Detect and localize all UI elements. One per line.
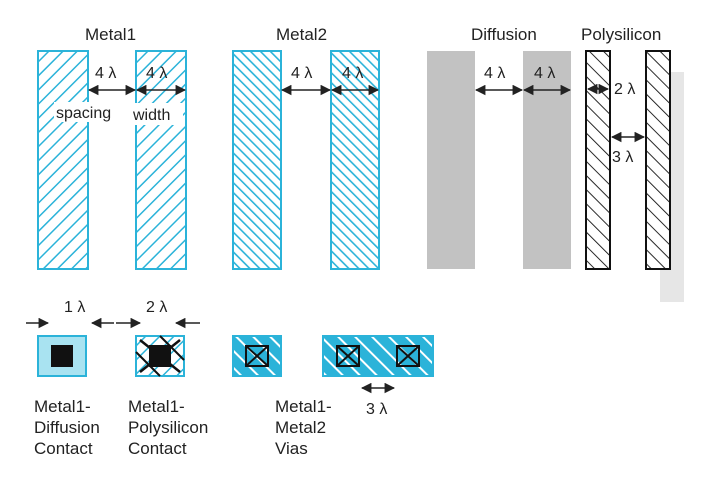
diffusion-width-dim: 4 λ	[534, 65, 555, 82]
spacing-label: spacing	[56, 105, 111, 122]
via-pair-pad	[322, 335, 434, 377]
via-spacing-dim: 3 λ	[366, 401, 387, 418]
diffusion-right	[523, 51, 571, 269]
poly-width-dim: 2 λ	[614, 81, 635, 98]
caption-vias-1: Metal1-	[275, 397, 332, 416]
diffusion-left	[427, 51, 475, 269]
caption-poly-contact-2: Polysilicon	[128, 418, 208, 437]
contact-surround-dim: 1 λ	[64, 299, 85, 316]
via-single-cut	[245, 345, 269, 367]
caption-vias-2: Metal2	[275, 418, 326, 437]
caption-diffusion-contact-3: Contact	[34, 439, 93, 458]
metal2-wire-left	[232, 50, 282, 270]
via-pair-cut-right	[396, 345, 420, 367]
poly-spacing-dim: 3 λ	[612, 149, 633, 166]
caption-vias-3: Vias	[275, 439, 308, 458]
poly-contact-surround-dim: 2 λ	[146, 299, 167, 316]
diffusion-spacing-dim: 4 λ	[484, 65, 505, 82]
metal1-wire-left	[37, 50, 89, 270]
width-label-bg	[131, 103, 183, 125]
via-single-x2	[245, 345, 269, 367]
metal2-wire-right	[330, 50, 380, 270]
heading-diffusion: Diffusion	[471, 25, 537, 44]
poly-wire-right	[645, 50, 671, 270]
caption-diffusion-contact-1: Metal1-	[34, 397, 91, 416]
heading-polysilicon: Polysilicon	[581, 25, 661, 44]
via-pair-cut-left	[336, 345, 360, 367]
heading-metal1: Metal1	[85, 25, 136, 44]
diffusion-contact-cut	[51, 345, 73, 367]
metal1-width-dim: 4 λ	[146, 65, 167, 82]
metal2-width-dim: 4 λ	[342, 65, 363, 82]
caption-diffusion-contact-2: Diffusion	[34, 418, 100, 437]
metal2-spacing-dim: 4 λ	[291, 65, 312, 82]
spacing-label-bg	[54, 102, 128, 122]
caption-poly-contact-3: Contact	[128, 439, 187, 458]
via-pair-left-x2	[336, 345, 360, 367]
poly-wire-left	[585, 50, 611, 270]
width-label: width	[132, 107, 170, 124]
metal1-spacing-dim: 4 λ	[95, 65, 116, 82]
caption-poly-contact-1: Metal1-	[128, 397, 185, 416]
poly-contact-cut	[149, 345, 171, 367]
metal1-wire-right	[135, 50, 187, 270]
heading-metal2: Metal2	[276, 25, 327, 44]
via-pair-right-x2	[396, 345, 420, 367]
